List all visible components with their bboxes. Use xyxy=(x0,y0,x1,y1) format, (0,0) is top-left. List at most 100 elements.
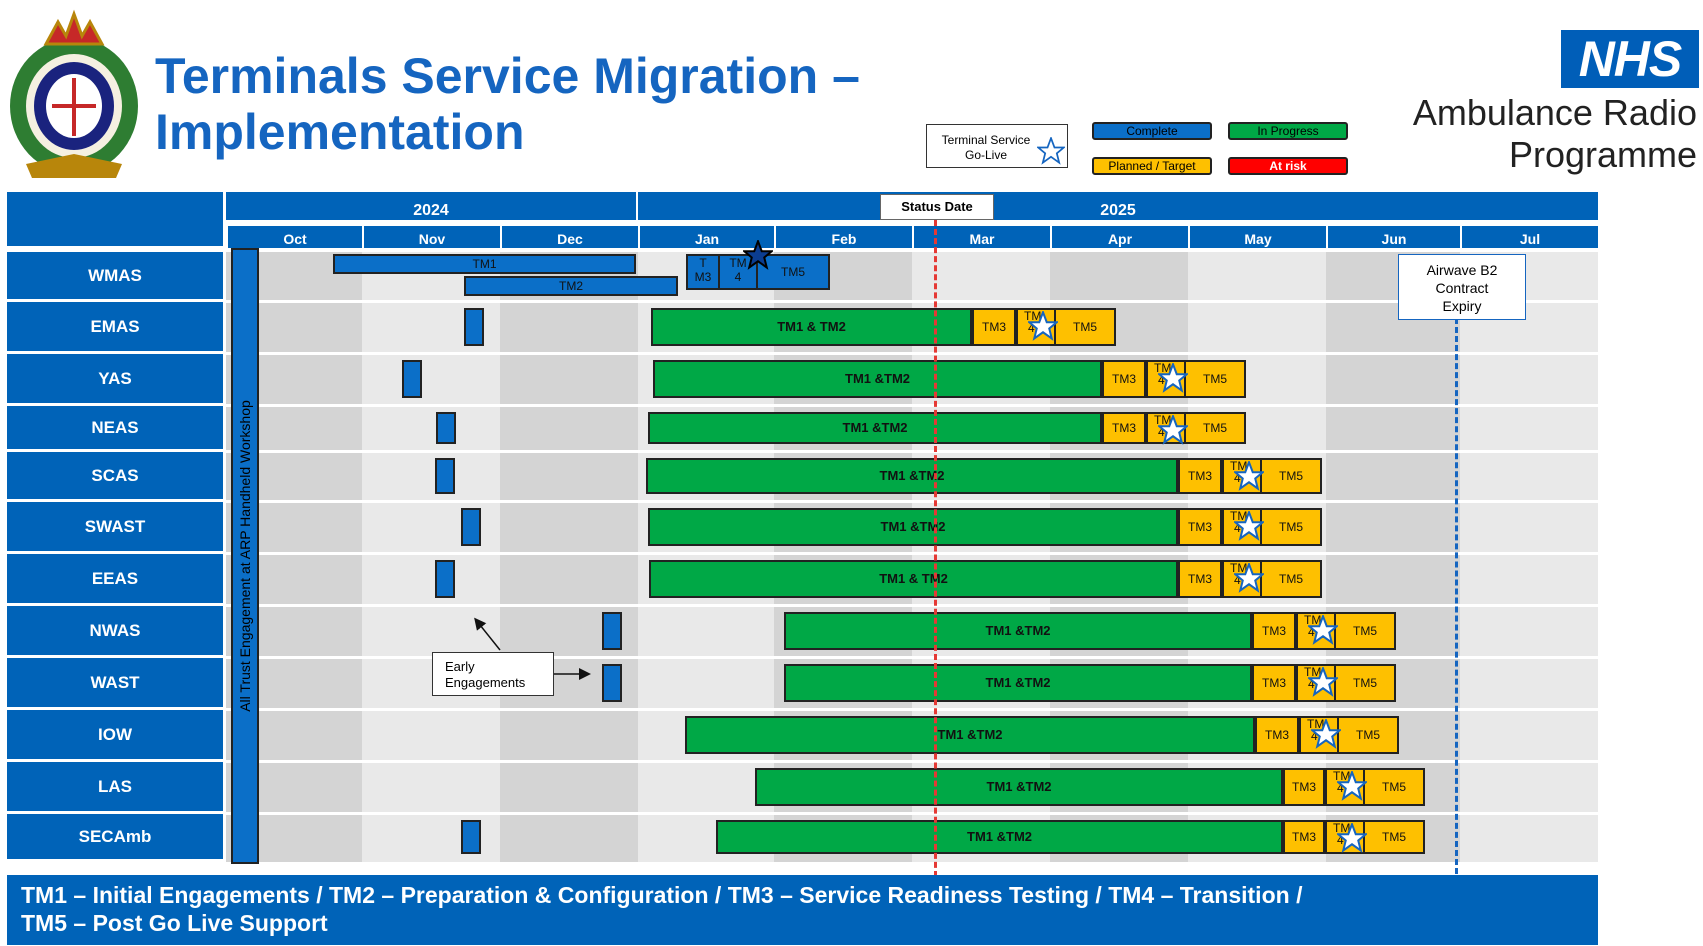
tm3-bar: TM3 xyxy=(1178,508,1222,546)
row-label-neas: NEAS xyxy=(7,406,223,449)
title-line-1: Terminals Service Migration – xyxy=(155,48,860,104)
golive-star-icon xyxy=(1308,667,1338,697)
status-date-line xyxy=(934,220,937,886)
tm4-label-bottom: 4 xyxy=(1234,521,1241,535)
workshop-bar xyxy=(231,248,259,864)
year-2024: 2024 xyxy=(226,192,636,220)
airwave-expiry-line xyxy=(1455,318,1458,874)
page-title: Terminals Service Migration – Implementa… xyxy=(155,48,860,160)
tm4-label-bottom: 4 xyxy=(1308,677,1315,691)
airwave-line-2: Contract xyxy=(1435,280,1489,296)
row-separator xyxy=(7,300,1598,303)
golive-star-icon xyxy=(1037,137,1065,165)
tm1-tm2-bar: TM1 & TM2 xyxy=(651,308,972,346)
tm4-label-top: TM xyxy=(1230,509,1248,523)
tm5-bar: TM5 xyxy=(1334,664,1396,702)
row-label-swast: SWAST xyxy=(7,502,223,551)
tm4-label-bottom: 4 xyxy=(1158,373,1165,387)
golive-star-icon xyxy=(1158,363,1188,393)
golive-star-icon xyxy=(743,240,773,270)
month-column xyxy=(1460,252,1598,862)
row-separator xyxy=(7,604,1598,607)
row-label-yas: YAS xyxy=(7,354,223,403)
tm4-label-bottom: 4 xyxy=(1158,425,1165,439)
tm5-bar: TM5 xyxy=(1054,308,1116,346)
tm1-tm2-bar: TM1 &TM2 xyxy=(755,768,1283,806)
tm4-label-top: TM xyxy=(1333,769,1351,783)
golive-star-icon xyxy=(1158,415,1188,445)
legend-complete: Complete xyxy=(1092,122,1212,140)
early-engagements-callout: Early Engagements xyxy=(432,652,554,696)
tm4-label-bottom: 4 xyxy=(1234,471,1241,485)
golive-star-icon xyxy=(1028,311,1058,341)
phase-key-footer: TM1 – Initial Engagements / TM2 – Prepar… xyxy=(7,875,1598,945)
legend-in-progress: In Progress xyxy=(1228,122,1348,140)
tm1-tm2-bar: TM1 &TM2 xyxy=(648,412,1102,444)
tm1-tm2-bar: TM1 &TM2 xyxy=(784,612,1252,650)
tm5-bar: TM5 xyxy=(1337,716,1399,754)
early-engagement-block xyxy=(435,458,455,494)
tm3-bar: TM3 xyxy=(1283,768,1325,806)
tm5-bar: TM5 xyxy=(1184,412,1246,444)
row-label-wast: WAST xyxy=(7,658,223,707)
tm3-bar: TM3 xyxy=(1178,458,1222,494)
tm5-bar: TM5 xyxy=(1334,612,1396,650)
tm1-tm2-bar: TM1 &TM2 xyxy=(784,664,1252,702)
legend-golive: Terminal Service Go-Live xyxy=(926,124,1068,168)
tm1-tm2-bar: TM1 &TM2 xyxy=(653,360,1102,398)
row-separator xyxy=(7,812,1598,815)
month-mar: Mar xyxy=(912,226,1050,248)
month-nov: Nov xyxy=(362,226,500,248)
org-line-1: Ambulance Radio xyxy=(1412,92,1697,133)
status-date-label: Status Date xyxy=(880,194,994,220)
tm4-label-bottom: 4 xyxy=(1234,573,1241,587)
tm4-label: TM xyxy=(729,256,747,270)
tm3-bar: TM3 xyxy=(1178,560,1222,598)
early-line-1: Early xyxy=(445,659,475,674)
tm5-bar: TM5 xyxy=(1363,820,1425,854)
row-label-eeas: EEAS xyxy=(7,554,223,603)
callout-arrows xyxy=(474,617,591,680)
tm4-label-bottom: 4 xyxy=(1337,833,1344,847)
row-label-scas: SCAS xyxy=(7,452,223,499)
golive-star-icon xyxy=(1308,615,1338,645)
tm4-label-top: TM xyxy=(1304,613,1322,627)
tm4-label-top: TM xyxy=(1024,309,1042,323)
tm5-bar: TM5 xyxy=(1260,458,1322,494)
month-jul: Jul xyxy=(1460,226,1598,248)
tm5-bar: TM5 xyxy=(756,254,830,290)
row-label-secamb: SECAmb xyxy=(7,814,223,859)
golive-star-icon xyxy=(1337,771,1367,801)
tm5-bar: TM5 xyxy=(1260,560,1322,598)
title-line-2: Implementation xyxy=(155,104,525,160)
row-separator xyxy=(7,708,1598,711)
airwave-expiry-box: Airwave B2 Contract Expiry xyxy=(1398,254,1526,320)
legend-planned: Planned / Target xyxy=(1092,157,1212,175)
month-jan: Jan xyxy=(638,226,774,248)
row-label-iow: IOW xyxy=(7,710,223,759)
tm4-label-top: TM xyxy=(1333,821,1351,835)
row-separator xyxy=(7,352,1598,355)
early-engagement-block xyxy=(461,820,481,854)
tm4-label-top: TM xyxy=(1304,665,1322,679)
early-line-2: Engagements xyxy=(445,675,526,690)
tm3-bar: TM3 xyxy=(1102,412,1146,444)
row-label-las: LAS xyxy=(7,762,223,811)
row-separator xyxy=(7,404,1598,407)
year-2025: 2025 xyxy=(638,192,1598,220)
row-separator xyxy=(7,450,1598,453)
row-separator xyxy=(7,500,1598,503)
early-engagement-block xyxy=(461,508,481,546)
golive-star-icon xyxy=(1337,823,1367,853)
ambulance-service-crest-icon xyxy=(10,9,138,178)
org-line-2: Programme xyxy=(1508,134,1697,175)
tm3-bar: TM3 xyxy=(1255,716,1299,754)
tm4-label-bottom: 4 xyxy=(1311,729,1318,743)
airwave-line-3: Expiry xyxy=(1442,298,1482,314)
tm5-bar: TM5 xyxy=(1260,508,1322,546)
tm3-bar: TM3 xyxy=(1283,820,1325,854)
month-dec: Dec xyxy=(500,226,638,248)
tm1-tm2-bar: TM1 &TM2 xyxy=(646,458,1178,494)
month-apr: Apr xyxy=(1050,226,1188,248)
tm3-bar: TM3 xyxy=(1252,612,1296,650)
